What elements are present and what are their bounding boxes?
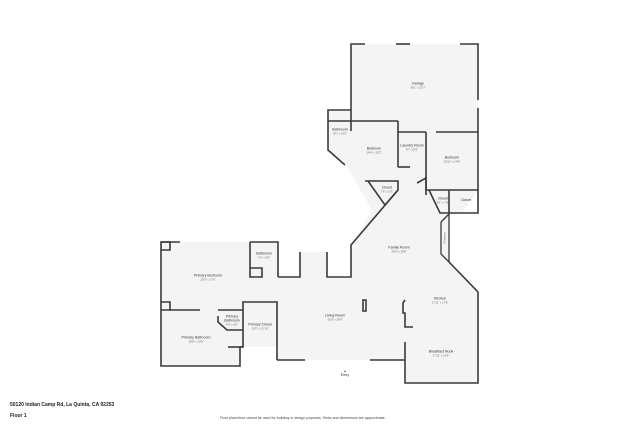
room-name: Primary Bathroom xyxy=(181,335,211,340)
room-dims: 14'4" x 13'2" xyxy=(366,150,382,155)
room-dims: 36'1" x 23'7" xyxy=(410,85,426,90)
room-name: Closet xyxy=(437,196,449,201)
room-dims: 9'6" x 10'9" xyxy=(333,131,347,136)
room-closet: Closet xyxy=(460,198,472,203)
fireplace: Fireplace xyxy=(442,232,447,244)
room-dims: 18'8" x 13'6" xyxy=(188,339,204,344)
room-name: Family Room xyxy=(388,245,410,250)
room-name: Garage xyxy=(412,81,424,86)
room-dims: 17'11" x 17'8" xyxy=(431,300,449,305)
kitchen-right xyxy=(404,261,479,384)
room-name: Closet xyxy=(381,185,393,190)
room-dims: 6'1" x 7'8" xyxy=(436,200,450,205)
address: 50120 Indian Camp Rd, La Quinta, CA 9225… xyxy=(10,402,115,408)
room-name: Primary Bedroom xyxy=(194,273,222,278)
garage-walls xyxy=(350,43,365,131)
room-dims: 7'6" x 5'3" xyxy=(380,189,394,194)
room-dims: 20'0" x 28'8" xyxy=(391,249,407,254)
room-name: Kitchen xyxy=(434,296,446,301)
room-dims: 10'9" x 12'10" xyxy=(251,326,269,331)
room-name: Living Room xyxy=(325,313,345,318)
bathroom-walls xyxy=(327,109,351,166)
room-dims: 20'0" x 17'0" xyxy=(200,277,216,282)
room-name: Breakfast Nook xyxy=(428,349,454,354)
room-name: Fireplace xyxy=(442,232,447,244)
entry-text: Entry xyxy=(340,373,350,377)
room-dims: 8'7" x 8'5" xyxy=(405,147,419,152)
room-name: Bathroom xyxy=(332,127,348,132)
kitchen-island xyxy=(402,299,413,328)
room-dims: 17'11" x 10'2" xyxy=(432,353,450,358)
entry-arrow-icon: ▲ xyxy=(343,369,347,373)
room-name: Laundry Room xyxy=(400,143,424,148)
closet-right xyxy=(416,176,427,195)
room-name: Primary Bathroom xyxy=(224,314,240,323)
walls xyxy=(160,43,479,384)
room-name: Bathroom xyxy=(256,251,272,256)
room-dims: 31'8" x 28'9" xyxy=(327,317,343,322)
floor-fill xyxy=(161,44,478,383)
room-dims: 16'11" x 14'8" xyxy=(443,159,461,164)
entry-label: ▲Entry xyxy=(341,369,349,377)
disclaimer: Floor plans/tour cannot be used for buil… xyxy=(220,416,386,420)
room-name: Closet xyxy=(460,198,472,203)
room-dims: 7'6" x 8'9" xyxy=(257,255,271,260)
floor-label: Floor 1 xyxy=(10,413,27,419)
room-name: Bedroom xyxy=(444,155,460,160)
room-dims: 4'0" x 4'0" xyxy=(225,322,239,327)
room-name: Bedroom xyxy=(366,146,382,151)
family-left xyxy=(326,189,399,278)
room-name: Primary Closet xyxy=(248,322,272,327)
